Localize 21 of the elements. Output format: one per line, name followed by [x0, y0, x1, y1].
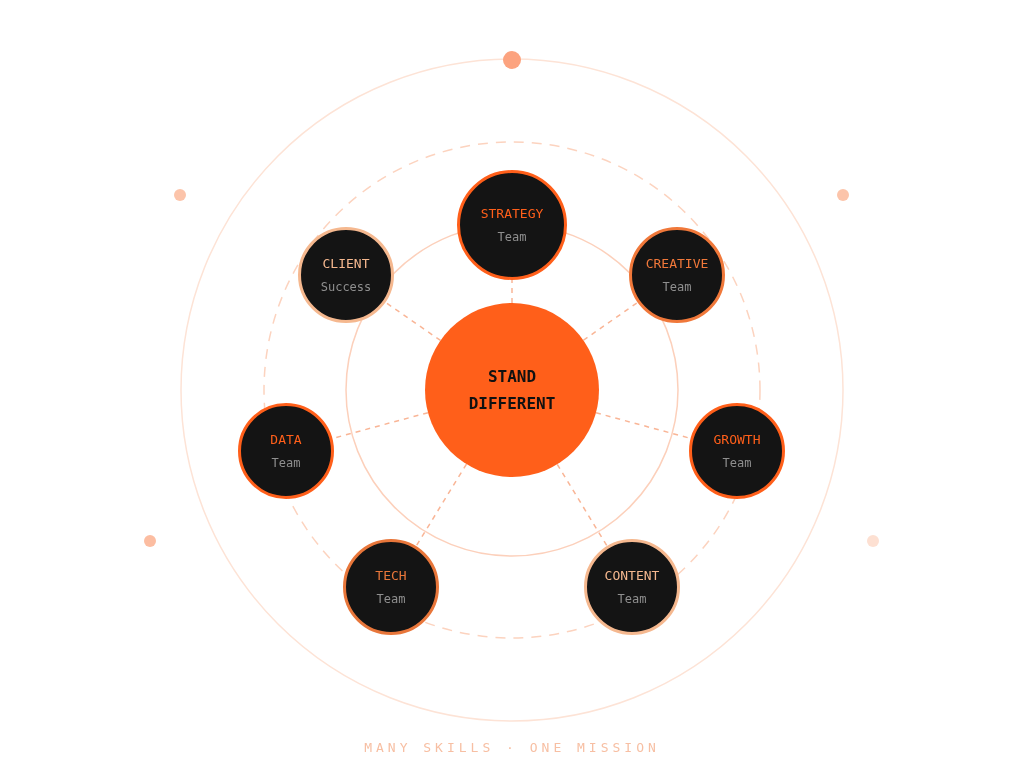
team-subtitle: Success [320, 279, 372, 295]
team-subtitle: Team [617, 591, 647, 607]
team-subtitle: Team [376, 591, 406, 607]
team-name: CREATIVE [645, 255, 709, 272]
team-subtitle: Team [722, 455, 752, 471]
team-subtitle: Team [662, 279, 692, 295]
connector-line [582, 301, 639, 341]
team-subtitle: Team [271, 455, 301, 471]
connector-line [556, 463, 608, 547]
connector-line [415, 463, 468, 547]
caption: MANY SKILLS · ONE MISSION [364, 740, 660, 755]
hub-title: STAND DIFFERENT [467, 366, 557, 415]
team-name: CLIENT [322, 255, 370, 272]
team-name: STRATEGY [480, 205, 544, 222]
connector-line [511, 279, 513, 304]
team-name: TECH [375, 567, 407, 584]
team-subtitle: Team [497, 229, 527, 245]
connector-line [384, 301, 442, 342]
team-name: DATA [270, 431, 302, 448]
team-name: GROWTH [713, 431, 761, 448]
team-name: CONTENT [604, 567, 660, 584]
